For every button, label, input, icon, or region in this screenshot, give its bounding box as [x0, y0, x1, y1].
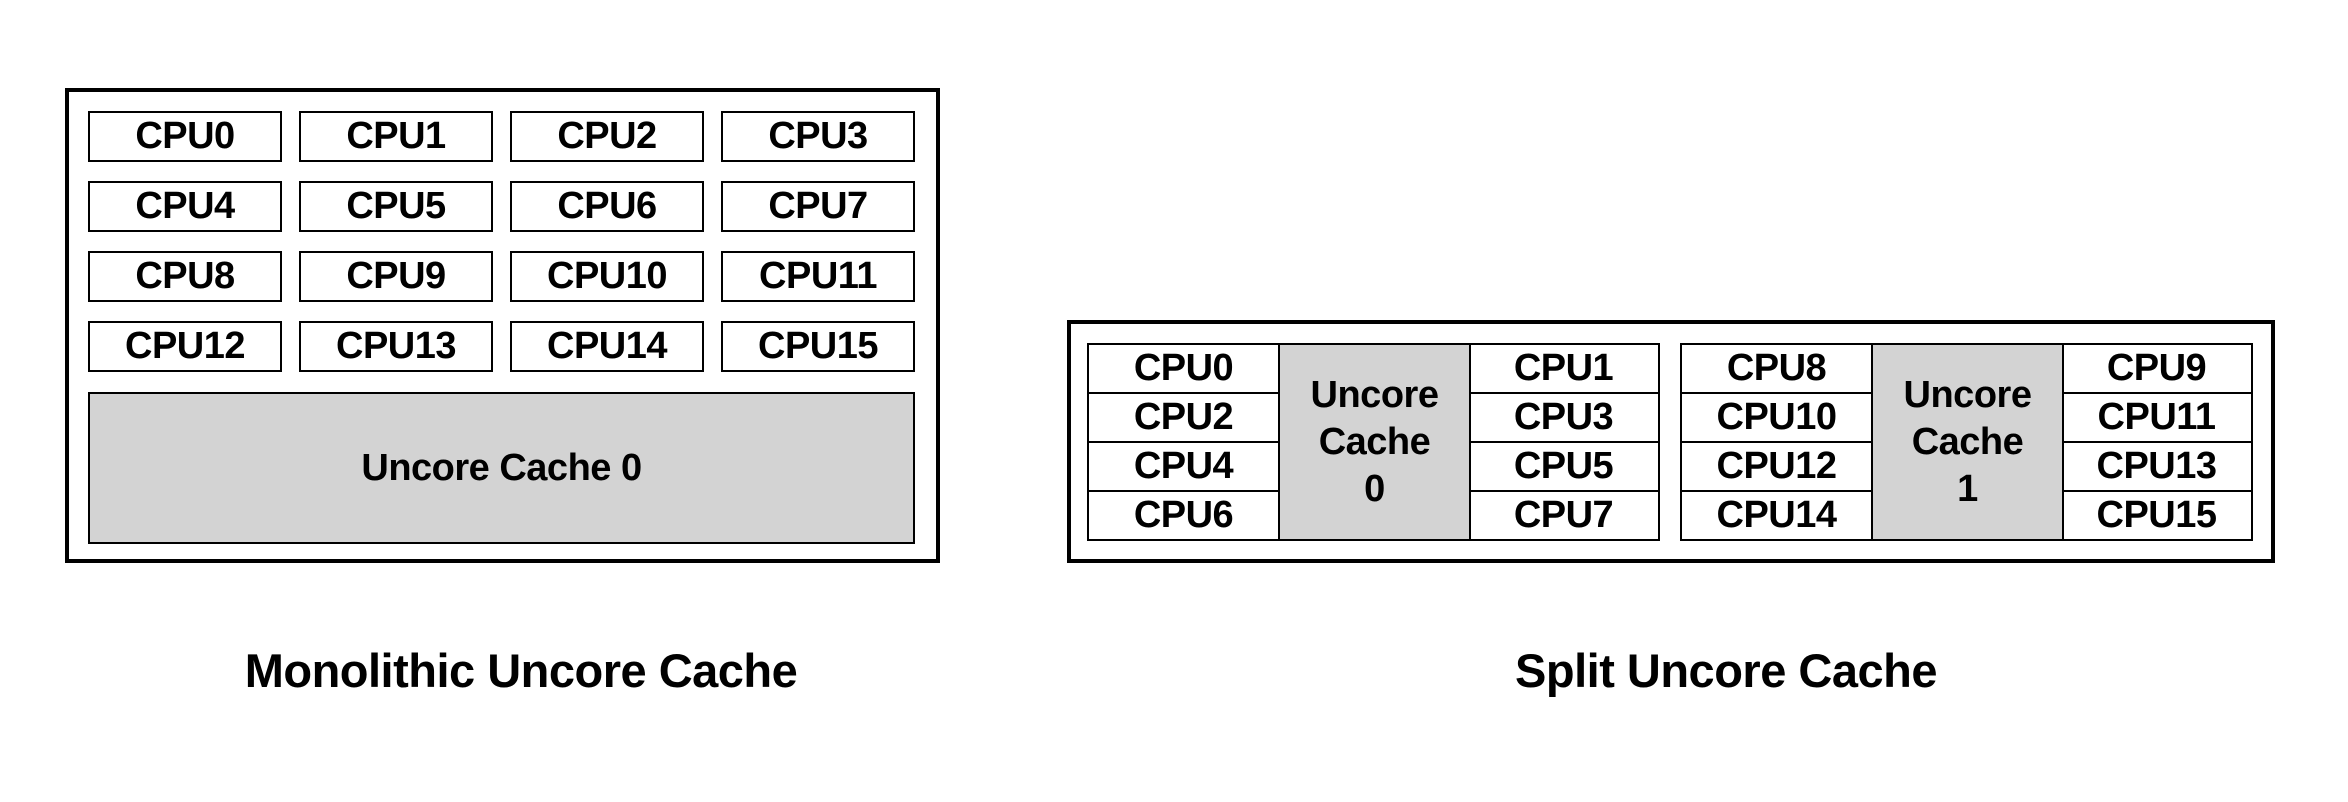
cache-label-line: 1: [1957, 467, 1978, 510]
monolithic-panel: CPU0 CPU1 CPU2 CPU3 CPU4 CPU5 CPU6 CPU7 …: [65, 88, 940, 563]
cpu-cell: CPU0: [1087, 343, 1280, 394]
cpu-cell: CPU3: [1467, 392, 1660, 443]
cache-label-line: Cache: [1318, 420, 1431, 463]
cpu-box: CPU7: [721, 181, 915, 232]
cpu-box: CPU9: [299, 251, 493, 302]
split-panel: CPU0 CPU2 CPU4 CPU6 Uncore Cache 0 CPU1 …: [1067, 320, 2275, 563]
cache-label-line: Cache: [1911, 420, 2024, 463]
cpu-cell: CPU7: [1467, 490, 1660, 541]
cpu-column-left: CPU8 CPU10 CPU12 CPU14: [1680, 343, 1873, 541]
uncore-cluster-1: CPU8 CPU10 CPU12 CPU14 Uncore Cache 1 CP…: [1680, 343, 2253, 541]
cpu-cell: CPU2: [1087, 392, 1280, 443]
uncore-cache-0-box: Uncore Cache 0: [1278, 343, 1471, 541]
cpu-box: CPU15: [721, 321, 915, 372]
cache-label-line: 0: [1364, 467, 1385, 510]
split-caption: Split Uncore Cache: [1515, 644, 1937, 697]
cpu-grid: CPU0 CPU1 CPU2 CPU3 CPU4 CPU5 CPU6 CPU7 …: [88, 111, 915, 372]
cpu-column-right: CPU1 CPU3 CPU5 CPU7: [1467, 343, 1660, 541]
cpu-box: CPU2: [510, 111, 704, 162]
cache-label-line: Uncore: [1310, 373, 1439, 416]
cpu-column-left: CPU0 CPU2 CPU4 CPU6: [1087, 343, 1280, 541]
cpu-box: CPU11: [721, 251, 915, 302]
cpu-cell: CPU6: [1087, 490, 1280, 541]
uncore-cluster-0: CPU0 CPU2 CPU4 CPU6 Uncore Cache 0 CPU1 …: [1087, 343, 1660, 541]
cpu-cell: CPU4: [1087, 441, 1280, 492]
cpu-box: CPU12: [88, 321, 282, 372]
cpu-box: CPU13: [299, 321, 493, 372]
cpu-cell: CPU11: [2060, 392, 2253, 443]
uncore-cache-0-box: Uncore Cache 0: [88, 392, 915, 544]
cache-label-line: Uncore: [1903, 373, 2032, 416]
cpu-cell: CPU13: [2060, 441, 2253, 492]
cpu-cell: CPU8: [1680, 343, 1873, 394]
cpu-cell: CPU9: [2060, 343, 2253, 394]
cpu-cell: CPU14: [1680, 490, 1873, 541]
cpu-box: CPU14: [510, 321, 704, 372]
cpu-cell: CPU15: [2060, 490, 2253, 541]
cpu-box: CPU6: [510, 181, 704, 232]
cpu-box: CPU4: [88, 181, 282, 232]
split-clusters-row: CPU0 CPU2 CPU4 CPU6 Uncore Cache 0 CPU1 …: [1087, 343, 2253, 541]
cpu-column-right: CPU9 CPU11 CPU13 CPU15: [2060, 343, 2253, 541]
monolithic-caption: Monolithic Uncore Cache: [244, 644, 798, 697]
cpu-box: CPU3: [721, 111, 915, 162]
cpu-cell: CPU12: [1680, 441, 1873, 492]
cpu-cell: CPU5: [1467, 441, 1660, 492]
uncore-cache-1-box: Uncore Cache 1: [1871, 343, 2064, 541]
cpu-box: CPU10: [510, 251, 704, 302]
cpu-box: CPU1: [299, 111, 493, 162]
cpu-box: CPU8: [88, 251, 282, 302]
cpu-cell: CPU1: [1467, 343, 1660, 394]
cpu-box: CPU0: [88, 111, 282, 162]
cpu-box: CPU5: [299, 181, 493, 232]
cpu-cell: CPU10: [1680, 392, 1873, 443]
